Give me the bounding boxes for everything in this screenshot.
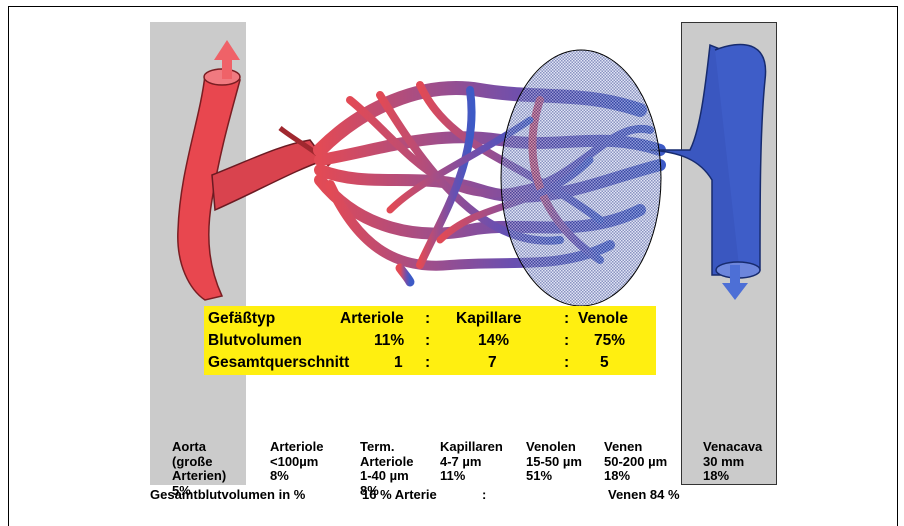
ratio-table: Gefäßtyp Arteriole : Kapillare : Venole … (204, 306, 656, 375)
cell-arteriole: Arteriole (340, 310, 404, 328)
separator: : (425, 310, 430, 328)
separator: : (564, 354, 569, 372)
vena-cava-vessel (650, 44, 766, 278)
cell-venole: Venole (578, 310, 628, 328)
separator: : (425, 332, 430, 350)
cell-kapillare: 14% (478, 332, 509, 350)
separator: : (564, 310, 569, 328)
venole-highlight-ellipse (501, 50, 661, 306)
bottom-separator: : (482, 487, 486, 502)
table-row: Gesamtquerschnitt 1 : 7 : 5 (204, 353, 656, 376)
table-row: Blutvolumen 11% : 14% : 75% (204, 331, 656, 354)
venen-share: Venen 84 % (608, 487, 680, 502)
arterie-share: 16 % Arterie (362, 487, 437, 502)
row-label: Gefäßtyp (208, 310, 275, 328)
separator: : (425, 354, 430, 372)
row-label: Blutvolumen (208, 332, 302, 350)
total-volume-label: Gesamtblutvolumen in % (150, 487, 305, 502)
row-label: Gesamtquerschnitt (208, 354, 349, 372)
cell-venole: 5 (600, 354, 609, 372)
cell-arteriole: 1 (394, 354, 403, 372)
table-row: Gefäßtyp Arteriole : Kapillare : Venole (204, 309, 656, 332)
cell-kapillare: Kapillare (456, 310, 521, 328)
cell-arteriole: 11% (374, 332, 404, 350)
cell-kapillare: 7 (488, 354, 497, 372)
separator: : (564, 332, 569, 350)
cell-venole: 75% (594, 332, 625, 350)
